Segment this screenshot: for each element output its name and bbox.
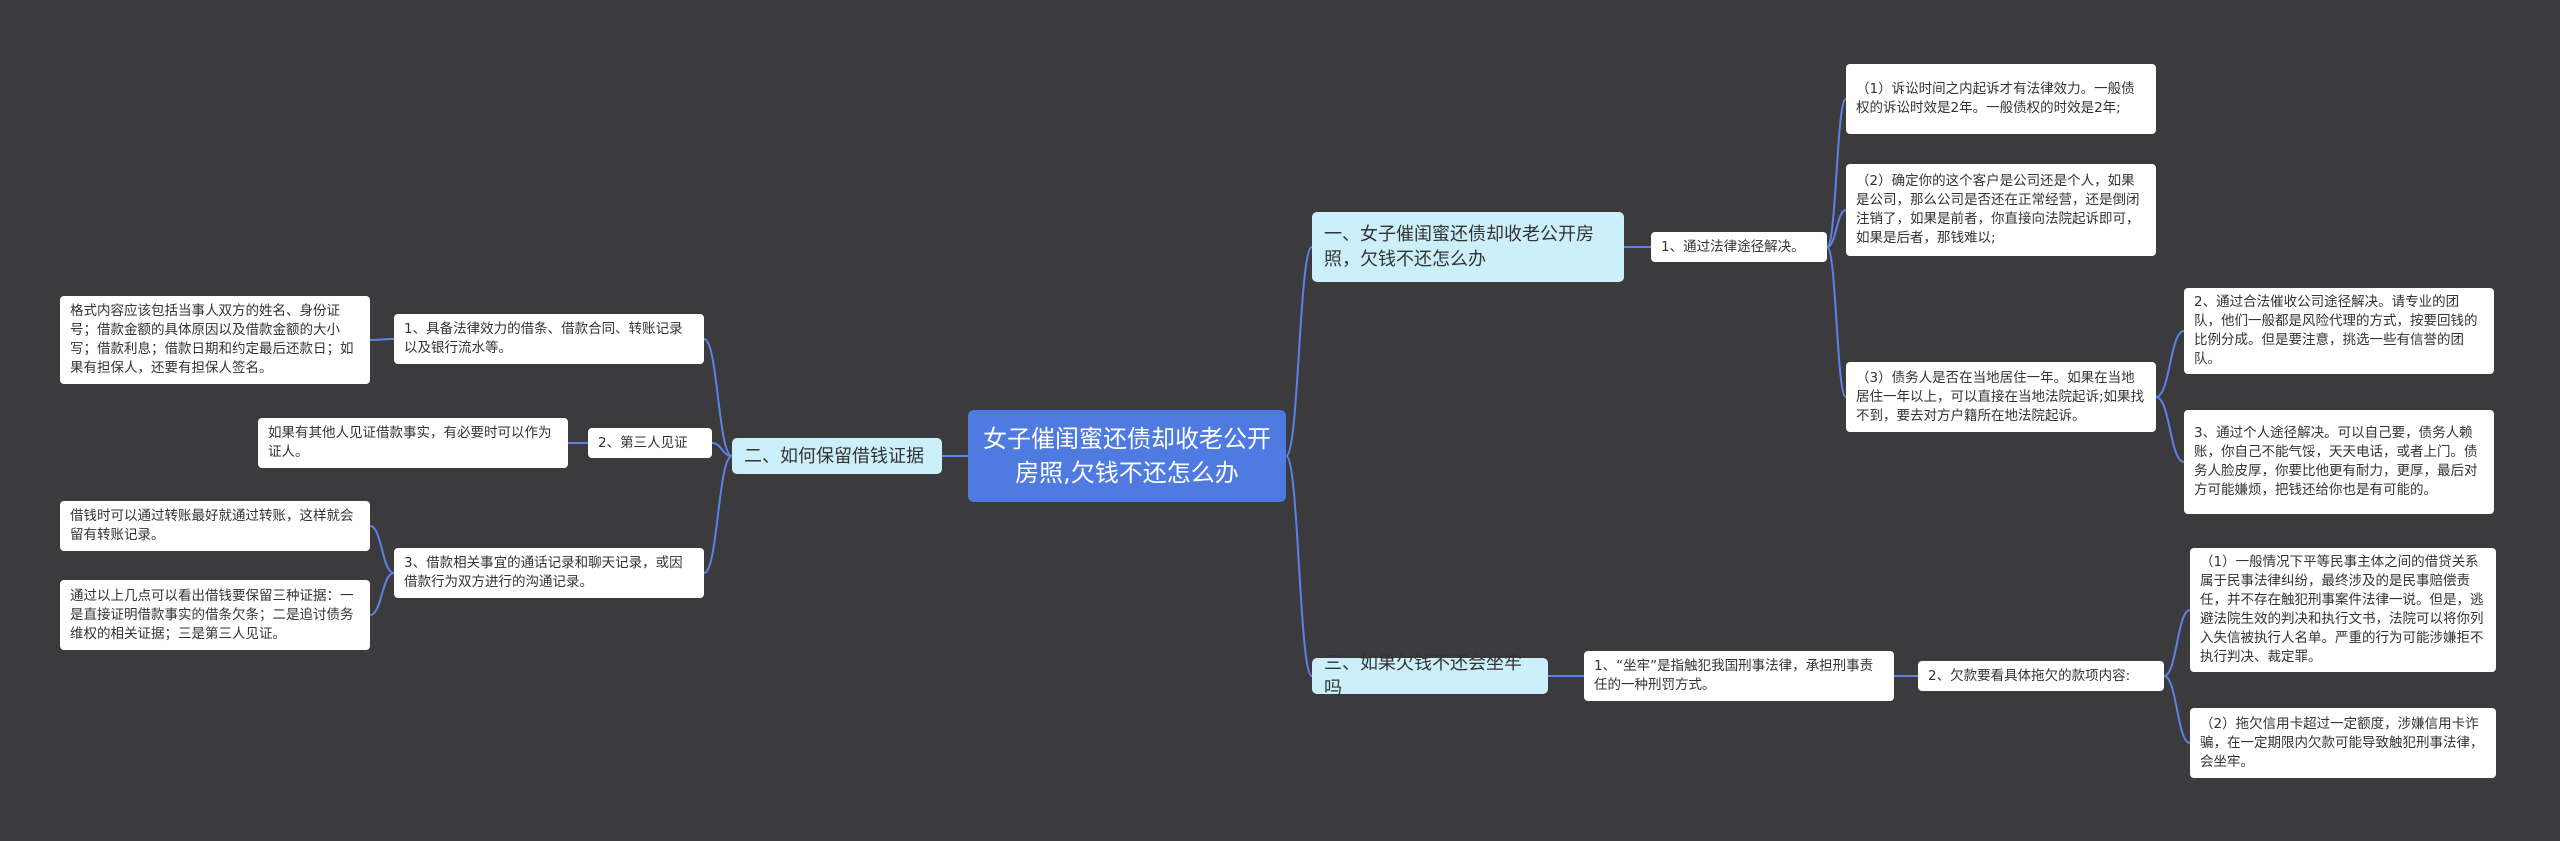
node-debt-content[interactable]: 2、欠款要看具体拖欠的款项内容: [1918, 661, 2164, 691]
node-three-evidence[interactable]: 通过以上几点可以看出借钱要保留三种证据：一是直接证明借款事实的借条欠条；二是追讨… [60, 580, 370, 650]
node-legal-route[interactable]: 1、通过法律途径解决。 [1651, 232, 1827, 262]
connector-node-communication-records-node-three-evidence [369, 572, 395, 616]
branch-jail-question[interactable]: 三、如果欠钱不还会坐牢吗 [1312, 653, 1548, 699]
branch-keep-evidence[interactable]: 二、如何保留借钱证据 [732, 438, 942, 474]
connector-branch-keep-evidence-node-legal-documents [703, 338, 733, 457]
connector-root-node-branch-debt-collection [1285, 246, 1313, 457]
node-document-format[interactable]: 格式内容应该包括当事人双方的姓名、身份证号；借款金额的具体原因以及借款金额的大小… [60, 296, 370, 384]
branch-debt-collection[interactable]: 一、女子催闺蜜还债却收老公开房照，欠钱不还怎么办 [1312, 212, 1624, 282]
node-third-party-witness[interactable]: 2、第三人见证 [588, 428, 712, 458]
node-local-residence[interactable]: （3）债务人是否在当地居住一年。如果在当地居住一年以上，可以直接在当地法院起诉;… [1846, 362, 2156, 432]
root-node[interactable]: 女子催闺蜜还债却收老公开房照,欠钱不还怎么办 [968, 410, 1286, 502]
node-credit-card-fraud[interactable]: （2）拖欠信用卡超过一定额度，涉嫌信用卡诈骗，在一定期限内欠款可能导致触犯刑事法… [2190, 708, 2496, 778]
node-witness-detail[interactable]: 如果有其他人见证借款事实，有必要时可以作为证人。 [258, 418, 568, 468]
connector-branch-keep-evidence-node-third-party-witness [711, 442, 733, 457]
connector-node-legal-documents-node-document-format [369, 338, 395, 341]
connector-node-local-residence-node-collection-agency [2155, 330, 2185, 398]
node-transfer-record[interactable]: 借钱时可以通过转账最好就通过转账，这样就会留有转账记录。 [60, 501, 370, 551]
node-personal-route[interactable]: 3、通过个人途径解决。可以自己要，债务人赖账，你自己不能气馁，天天电话，或者上门… [2184, 410, 2494, 514]
node-statute-limitation[interactable]: （1）诉讼时间之内起诉才有法律效力。一般债权的诉讼时效是2年。一般债权的时效是2… [1846, 64, 2156, 134]
connector-node-local-residence-node-personal-route [2155, 396, 2185, 463]
node-legal-documents[interactable]: 1、具备法律效力的借条、借款合同、转账记录以及银行流水等。 [394, 314, 704, 364]
connector-node-debt-content-node-civil-dispute [2163, 609, 2191, 677]
connector-branch-keep-evidence-node-communication-records [703, 455, 733, 574]
connector-root-node-branch-jail-question [1285, 455, 1313, 677]
connector-node-legal-route-node-company-or-person [1826, 209, 1847, 248]
node-communication-records[interactable]: 3、借款相关事宜的通话记录和聊天记录，或因借款行为双方进行的沟通记录。 [394, 548, 704, 598]
connector-node-legal-route-node-statute-limitation [1826, 98, 1847, 248]
connector-node-legal-route-node-local-residence [1826, 246, 1847, 398]
connector-node-communication-records-node-transfer-record [369, 525, 395, 574]
node-jail-definition[interactable]: 1、“坐牢”是指触犯我国刑事法律，承担刑事责任的一种刑罚方式。 [1584, 651, 1894, 701]
node-collection-agency[interactable]: 2、通过合法催收公司途径解决。请专业的团队，他们一般都是风险代理的方式，按要回钱… [2184, 288, 2494, 374]
node-civil-dispute[interactable]: （1）一般情况下平等民事主体之间的借贷关系属于民事法律纠纷，最终涉及的是民事赔偿… [2190, 548, 2496, 672]
connector-node-debt-content-node-credit-card-fraud [2163, 675, 2191, 744]
node-company-or-person[interactable]: （2）确定你的这个客户是公司还是个人，如果是公司，那么公司是否还在正常经营，还是… [1846, 164, 2156, 256]
